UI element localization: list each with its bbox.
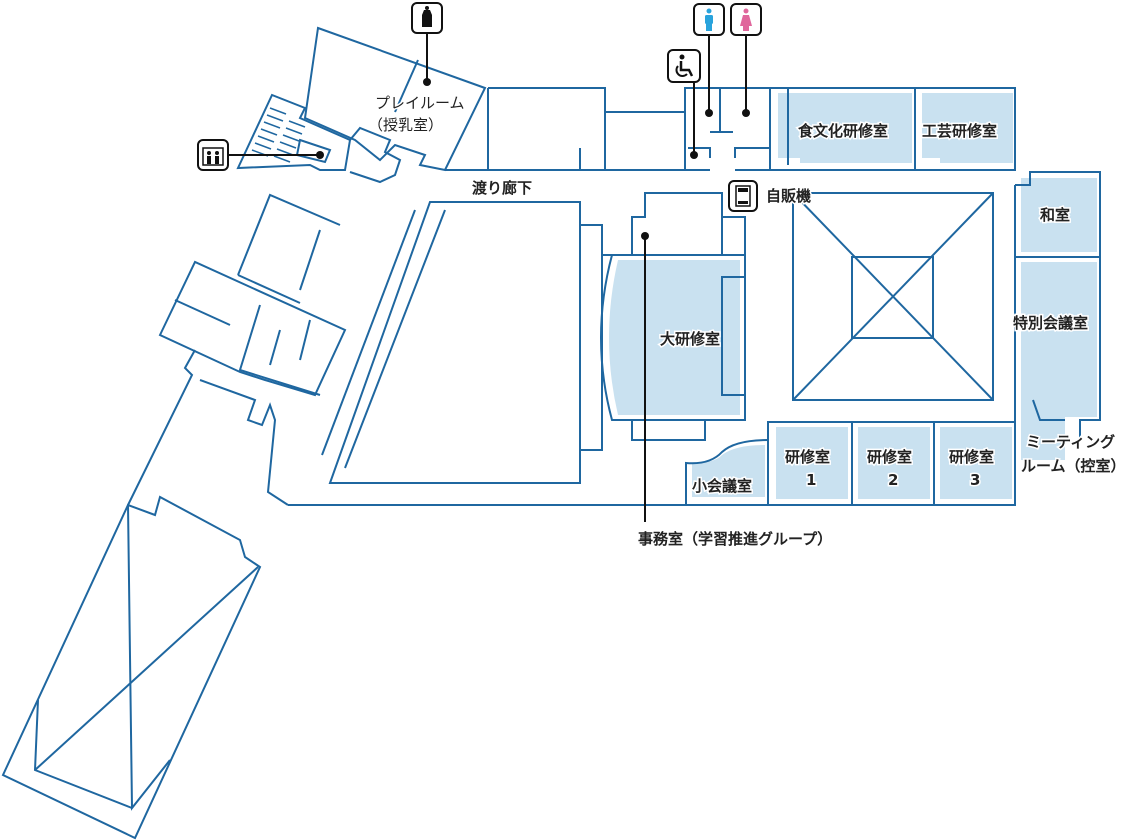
label-training-2-num: 2 <box>888 471 898 489</box>
room-special-meeting[interactable] <box>1021 262 1097 460</box>
label-special-meeting: 特別会議室 <box>1013 314 1088 332</box>
label-small-meeting: 小会議室 <box>692 477 752 495</box>
room-fills <box>609 93 1097 499</box>
label-training-1: 研修室 <box>785 448 830 466</box>
room-training-2[interactable] <box>858 427 930 499</box>
elevator-icon[interactable] <box>197 139 229 171</box>
room-food-culture[interactable] <box>778 93 912 163</box>
label-meeting-room: ミーティング <box>1026 433 1115 451</box>
female-restroom-icon[interactable] <box>730 3 762 36</box>
label-corridor: 渡り廊下 <box>472 179 532 197</box>
stairs <box>251 107 306 163</box>
label-japanese-room: 和室 <box>1040 206 1070 224</box>
wheelchair-icon[interactable] <box>667 49 701 83</box>
walls <box>1 26 1101 840</box>
label-vending: 自販機 <box>766 187 811 205</box>
room-small-meeting[interactable] <box>692 445 765 497</box>
room-japanese[interactable] <box>1021 178 1097 252</box>
label-food-culture: 食文化研修室 <box>798 122 888 140</box>
male-restroom-icon[interactable] <box>693 3 725 36</box>
room-craft[interactable] <box>922 93 1013 163</box>
label-training-3: 研修室 <box>949 448 994 466</box>
label-training-3-num: 3 <box>970 471 980 489</box>
label-training-2: 研修室 <box>867 448 912 466</box>
room-large-training[interactable] <box>609 260 740 415</box>
room-training-3[interactable] <box>940 427 1012 499</box>
leader-lines <box>229 33 750 522</box>
label-craft: 工芸研修室 <box>922 122 997 140</box>
vending-machine-icon[interactable] <box>728 180 758 212</box>
label-large-training: 大研修室 <box>660 330 720 348</box>
label-nursing-room: （授乳室） <box>368 116 443 134</box>
label-office: 事務室（学習推進グループ） <box>638 530 832 548</box>
baby-bottle-icon[interactable] <box>411 2 443 34</box>
label-meeting-room-sub: ルーム（控室） <box>1021 457 1126 475</box>
room-training-1[interactable] <box>776 427 848 499</box>
label-training-1-num: 1 <box>806 471 816 489</box>
room-labels: プレイルーム （授乳室） 渡り廊下 自販機 食文化研修室 工芸研修室 和室 特別… <box>367 93 1128 550</box>
label-play-room: プレイルーム <box>375 94 465 112</box>
